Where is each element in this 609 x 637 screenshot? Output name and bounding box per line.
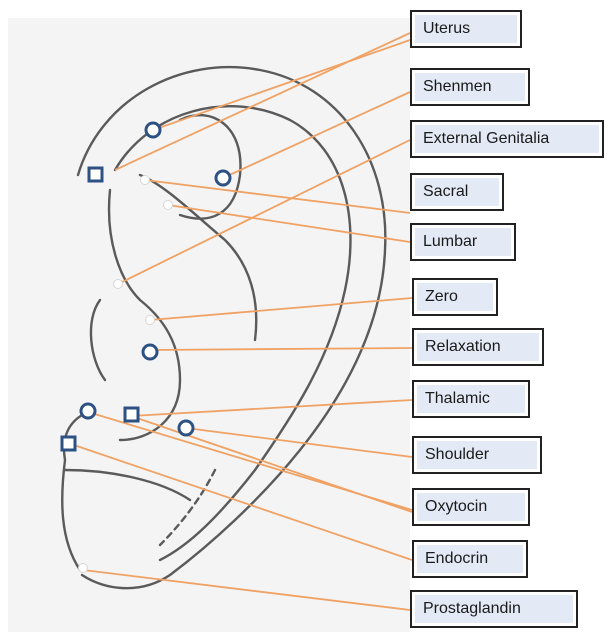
marker-square-thalamic [123, 406, 140, 423]
marker-dot-zero [145, 315, 155, 325]
helix-tail-dashed [158, 468, 217, 547]
leader-lumbar [167, 204, 411, 243]
marker-dot-external-genitalia [113, 279, 123, 289]
label-prostaglandin: Prostaglandin [410, 590, 578, 628]
label-uterus: Uterus [410, 10, 522, 48]
label-relaxation: Relaxation [412, 328, 544, 366]
acupoint-markers [60, 121, 232, 452]
helix-inner-rim [113, 105, 352, 562]
marker-circle-relaxation [141, 343, 159, 361]
label-thalamic: Thalamic [412, 380, 530, 418]
label-shoulder: Shoulder [412, 436, 542, 474]
leader-relaxation [149, 347, 413, 351]
leader-external-genitalia [117, 139, 411, 285]
antihelix-upper [178, 114, 242, 220]
leader-shenmen [222, 91, 411, 179]
photo-background [8, 18, 410, 632]
tragus [89, 298, 107, 382]
label-shenmen: Shenmen [410, 68, 530, 106]
antitragus [61, 408, 97, 572]
leader-uterus-2 [152, 39, 411, 131]
leader-uterus-1 [114, 32, 411, 171]
antihelix-ridge [138, 173, 258, 342]
label-oxytocin: Oxytocin [412, 488, 530, 526]
marker-dot-prostaglandin [78, 563, 88, 573]
leader-shoulder [185, 427, 413, 458]
white-dot-markers [78, 175, 173, 573]
ear-outline [61, 65, 387, 590]
leader-lines [67, 32, 413, 611]
label-sacral: Sacral [410, 173, 504, 211]
leader-prostaglandin [82, 569, 411, 611]
label-lumbar: Lumbar [410, 223, 516, 261]
concha-wall [107, 188, 182, 442]
marker-square-uterus [87, 166, 104, 183]
leader-oxytocin-2 [130, 415, 413, 513]
marker-dot-sacral [140, 175, 150, 185]
label-endocrin: Endocrin [412, 540, 528, 578]
leader-endocrin [67, 442, 413, 561]
marker-square-endocrin [60, 435, 77, 452]
marker-dot-lumbar [163, 200, 173, 210]
marker-circle-shenmen [214, 169, 232, 187]
marker-circle-uterus [144, 121, 162, 139]
marker-circle-shoulder [177, 419, 195, 437]
label-zero: Zero [412, 278, 498, 316]
leader-zero [149, 297, 413, 321]
leader-sacral [144, 179, 411, 214]
marker-circle-oxytocin [79, 402, 97, 420]
label-external-genitalia: External Genitalia [410, 120, 604, 158]
lobule-line [63, 468, 192, 502]
leader-thalamic [130, 399, 413, 417]
